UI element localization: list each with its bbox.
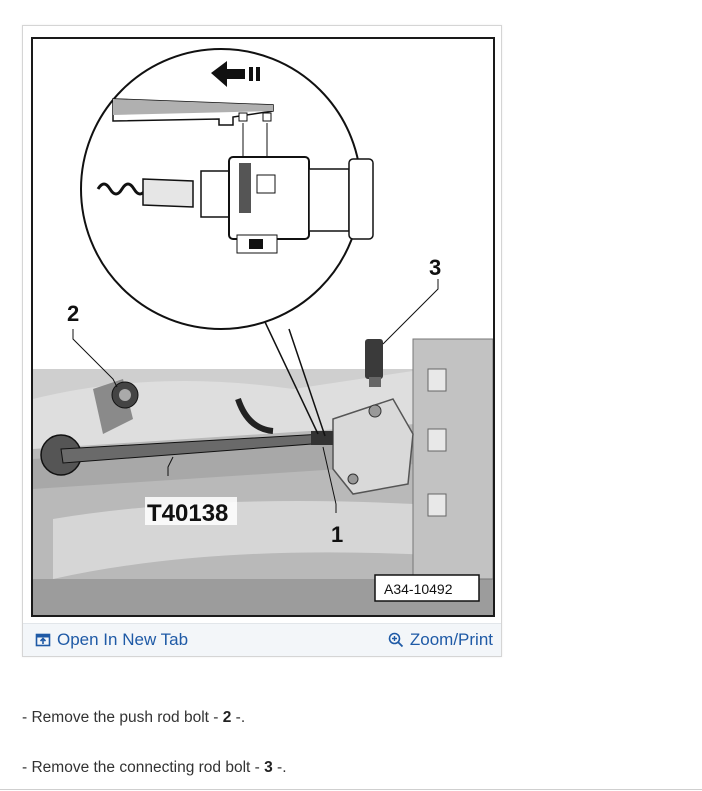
open-in-new-tab-label: Open In New Tab: [57, 630, 189, 649]
step-1-item-number: 2: [222, 709, 232, 726]
zoom-print-link[interactable]: Zoom/Print: [388, 630, 493, 650]
step-2-suffix: -.: [272, 759, 287, 776]
figure-id-box: [374, 574, 480, 602]
step-1-suffix: -.: [231, 709, 246, 726]
connecting-rod-bolt-3: [365, 339, 383, 379]
divider: [0, 789, 702, 790]
step-2-text: - Remove the connecting rod bolt -: [22, 759, 265, 776]
illustration-svg: 1 2 3 T40138 A34-10492: [33, 48, 493, 615]
step-1-text: - Remove the push rod bolt -: [22, 709, 223, 726]
instruction-step-1: - Remove the push rod bolt - 2 -.: [22, 709, 245, 727]
callout-1: 1: [331, 522, 343, 547]
actuator-body: [332, 398, 414, 495]
direction-arrow-icon: [211, 61, 245, 87]
open-new-tab-icon: [35, 633, 51, 647]
open-in-new-tab-link[interactable]: Open In New Tab: [35, 630, 188, 650]
figure-id: A34-10492: [384, 581, 453, 597]
figure-toolbar: Open In New Tab Zoom/Print: [23, 623, 501, 656]
zoom-print-label: Zoom/Print: [409, 630, 493, 649]
zoom-in-icon: [388, 632, 403, 648]
step-2-item-number: 3: [264, 759, 273, 776]
callout-3: 3: [429, 255, 441, 280]
callout-2: 2: [67, 301, 79, 326]
figure-card: 1 2 3 T40138 A34-10492 Open In New Tab: [22, 25, 502, 657]
instruction-step-2: - Remove the connecting rod bolt - 3 -.: [22, 759, 287, 777]
tool-number-label: T40138: [147, 500, 228, 527]
technical-illustration[interactable]: 1 2 3 T40138 A34-10492: [31, 37, 495, 617]
